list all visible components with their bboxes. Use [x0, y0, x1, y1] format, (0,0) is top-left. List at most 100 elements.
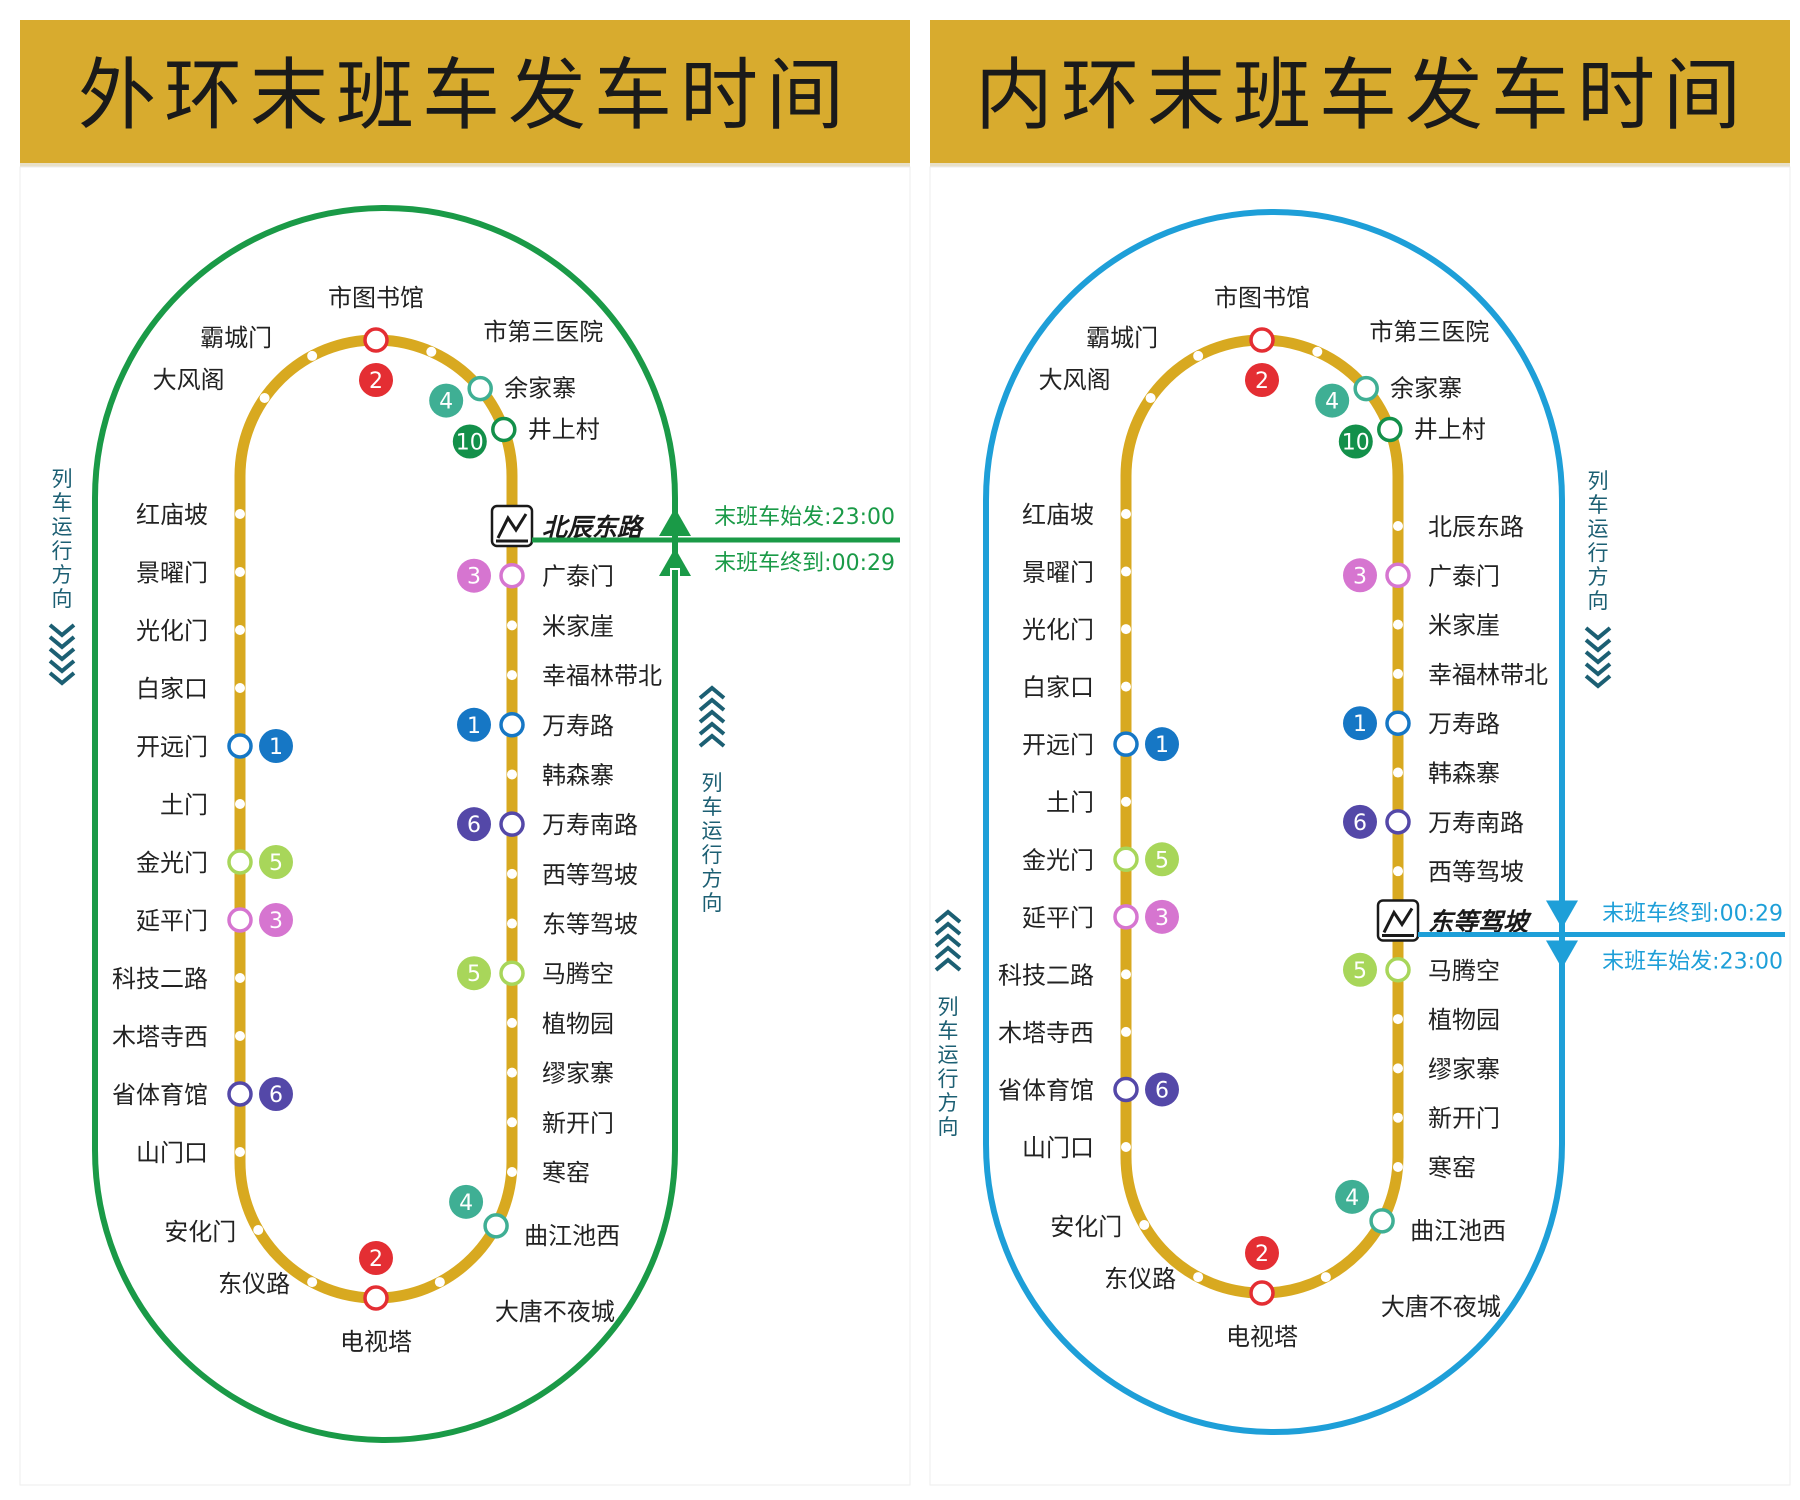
- station-left-9[interactable]: 木塔寺西: [998, 1019, 1131, 1047]
- station-dot[interactable]: [1193, 350, 1204, 361]
- station-dot[interactable]: [1139, 1220, 1150, 1230]
- station-dot[interactable]: [1393, 1112, 1403, 1123]
- station-right-5[interactable]: 韩森寨: [1393, 760, 1500, 788]
- station-dot[interactable]: [1193, 1272, 1204, 1283]
- station-dot[interactable]: [235, 683, 245, 693]
- station-right-3[interactable]: 幸福林带北: [507, 662, 662, 690]
- station-dot[interactable]: [1145, 392, 1156, 403]
- station-dot[interactable]: [253, 1225, 264, 1235]
- station-dot[interactable]: [235, 1031, 245, 1041]
- station-upper-left-1[interactable]: 大风阁: [153, 366, 270, 403]
- station-dot[interactable]: [1121, 681, 1131, 692]
- station-dot[interactable]: [235, 799, 245, 809]
- station-dot[interactable]: [507, 918, 517, 929]
- station-dot[interactable]: [1393, 1014, 1403, 1025]
- station-right-8[interactable]: 东等驾坡: [1376, 899, 1532, 942]
- station-right-2[interactable]: 米家崖: [507, 612, 614, 640]
- station-lower-right-0[interactable]: 大唐不夜城: [1320, 1272, 1501, 1321]
- station-left-0[interactable]: 红庙坡: [136, 501, 245, 529]
- station-right-7[interactable]: 西等驾坡: [1393, 858, 1524, 886]
- station-right-7[interactable]: 西等驾坡: [507, 861, 638, 889]
- station-right-12[interactable]: 新开门: [1393, 1105, 1500, 1133]
- station-dot[interactable]: [235, 567, 245, 577]
- station-left-9[interactable]: 木塔寺西: [112, 1023, 245, 1051]
- station-dot[interactable]: [1121, 969, 1131, 980]
- station-left-1[interactable]: 景曜门: [1022, 559, 1131, 587]
- station-dot[interactable]: [1393, 1162, 1403, 1172]
- station-dot[interactable]: [507, 769, 517, 780]
- station-lower-left-0[interactable]: 安化门: [164, 1218, 264, 1246]
- station-lower-right-0[interactable]: 大唐不夜城: [434, 1277, 615, 1326]
- station-left-5[interactable]: 土门: [160, 791, 245, 819]
- station-dot[interactable]: [1121, 566, 1131, 577]
- station-dot[interactable]: [1312, 346, 1323, 357]
- station-dot[interactable]: [1121, 1026, 1131, 1037]
- station-left-0[interactable]: 红庙坡: [1022, 501, 1131, 529]
- station-dot[interactable]: [1121, 509, 1131, 519]
- station-right-8[interactable]: 东等驾坡: [507, 911, 638, 939]
- station-dot[interactable]: [307, 1277, 318, 1288]
- station-upper-left-1[interactable]: 大风阁: [1039, 366, 1156, 403]
- station-left-2[interactable]: 光化门: [136, 617, 245, 645]
- station-dot[interactable]: [1121, 624, 1131, 635]
- station-dot[interactable]: [1393, 866, 1403, 877]
- station-dot[interactable]: [434, 1277, 445, 1288]
- station-dot[interactable]: [507, 1167, 517, 1177]
- station-left-2[interactable]: 光化门: [1022, 616, 1131, 644]
- station-dot[interactable]: [235, 973, 245, 983]
- station-dot[interactable]: [1393, 619, 1403, 630]
- station-dot[interactable]: [235, 509, 245, 519]
- station-dot[interactable]: [507, 670, 517, 681]
- station-right-10[interactable]: 植物园: [507, 1010, 614, 1038]
- station-lower-left-0[interactable]: 安化门: [1050, 1213, 1150, 1241]
- station-right-13[interactable]: 寒窑: [1393, 1154, 1476, 1182]
- station-dot[interactable]: [507, 1067, 517, 1078]
- station-right-3[interactable]: 幸福林带北: [1393, 661, 1548, 689]
- station-dot[interactable]: [235, 625, 245, 635]
- station-dot[interactable]: [1320, 1272, 1331, 1283]
- station-left-8[interactable]: 科技二路: [998, 961, 1131, 989]
- station-left-5[interactable]: 土门: [1046, 789, 1131, 817]
- station-right-0[interactable]: 北辰东路: [1393, 513, 1524, 541]
- station-dot[interactable]: [1393, 767, 1403, 778]
- station-dot[interactable]: [259, 392, 270, 403]
- station-dot[interactable]: [1121, 796, 1131, 807]
- station-right-5[interactable]: 韩森寨: [507, 761, 614, 789]
- station-upper-right-0[interactable]: 市第三医院: [1312, 318, 1489, 357]
- station-dot[interactable]: [507, 1117, 517, 1128]
- station-right-12[interactable]: 新开门: [507, 1109, 614, 1137]
- station-right-13[interactable]: 寒窑: [507, 1159, 590, 1187]
- station-left-8[interactable]: 科技二路: [112, 965, 245, 993]
- station-upper-right-0[interactable]: 市第三医院: [426, 318, 603, 357]
- station-upper-left-0[interactable]: 霸城门: [1086, 324, 1204, 361]
- station-left-11[interactable]: 山门口: [1022, 1134, 1131, 1162]
- station-right-11[interactable]: 缪家寨: [507, 1060, 614, 1088]
- station-dot[interactable]: [1393, 668, 1403, 679]
- station-dot[interactable]: [1393, 1063, 1403, 1074]
- station-right-10[interactable]: 植物园: [1393, 1006, 1500, 1034]
- station-upper-left-0[interactable]: 霸城门: [200, 324, 318, 361]
